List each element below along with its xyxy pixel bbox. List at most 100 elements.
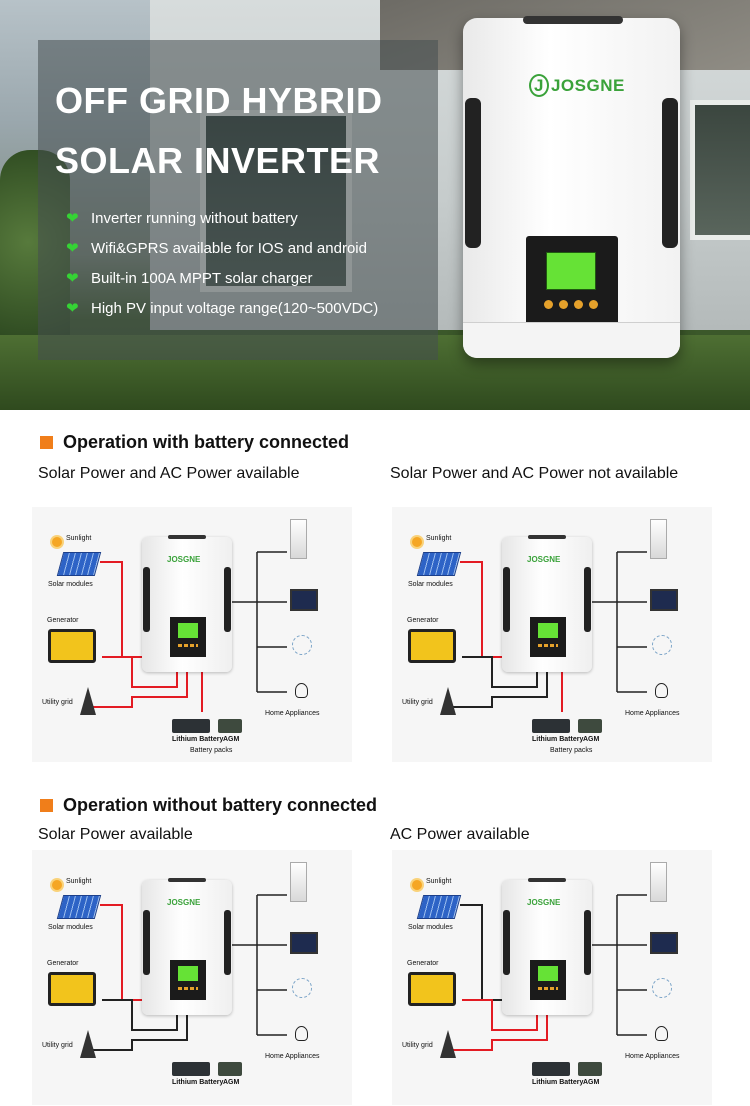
inverter-icon: JOSGNE: [502, 535, 592, 672]
grid-line: [92, 672, 188, 708]
operation-diagram-off-grid: Sunlight Solar modules Generator Utility…: [392, 507, 712, 762]
square-bullet-icon: [40, 799, 53, 812]
hero-title-line1: OFF GRID HYBRID: [55, 80, 383, 121]
hero-title-line2: SOLAR INVERTER: [55, 140, 381, 181]
label-battery-packs: Battery packs: [550, 747, 593, 754]
wiring: [92, 894, 287, 1051]
solar-panel-icon: [416, 552, 462, 576]
lcd-screen: [546, 252, 596, 290]
computer-icon: [650, 932, 678, 954]
feature-item: ❤Inverter running without battery: [66, 209, 298, 228]
wiring: [452, 894, 647, 1051]
label-utility-grid: Utility grid: [402, 1042, 433, 1049]
solar-panel-icon: [56, 552, 102, 576]
label-generator: Generator: [47, 617, 79, 624]
lithium-battery-icon: [172, 719, 210, 733]
label-lithium-battery: Lithium Battery: [532, 736, 584, 743]
label-agm: AGM: [223, 736, 240, 743]
inverter-icon: JOSGNE: [502, 878, 592, 1015]
solar-line: [460, 904, 512, 1001]
label-utility-grid: Utility grid: [402, 699, 433, 706]
label-home-appliances: Home Appliances: [625, 710, 680, 717]
heart-icon: ❤: [66, 300, 79, 317]
label-home-appliances: Home Appliances: [625, 1053, 680, 1060]
solar-panel-icon: [416, 895, 462, 919]
text-overlay: [38, 40, 438, 360]
computer-icon: [290, 589, 318, 611]
fan-icon: [292, 978, 312, 998]
section-title-with-battery: Operation with battery connected: [40, 432, 349, 453]
feature-item: ❤Wifi&GPRS available for IOS and android: [66, 239, 367, 258]
sun-icon: [52, 537, 62, 547]
label-sunlight: Sunlight: [66, 535, 92, 542]
generator-icon: [48, 629, 96, 663]
light-bulb-icon: [295, 1026, 308, 1041]
inverter-icon: JOSGNE: [142, 535, 232, 672]
power-tower-icon: [80, 1030, 96, 1058]
caption-solar-available: Solar Power available: [38, 826, 193, 843]
label-sunlight: Sunlight: [426, 535, 452, 542]
generator-icon: [408, 972, 456, 1006]
fan-icon: [652, 635, 672, 655]
heart-icon: ❤: [66, 240, 79, 257]
operation-diagram-full: Sunlight Solar modules Generator Utility…: [32, 507, 352, 762]
label-generator: Generator: [407, 960, 439, 967]
label-agm: AGM: [583, 736, 600, 743]
lithium-battery-icon: [532, 1062, 570, 1076]
grid-line: [452, 1015, 548, 1051]
wiring: [452, 551, 647, 712]
section-title-without-battery: Operation without battery connected: [40, 795, 377, 816]
square-bullet-icon: [40, 436, 53, 449]
feature-list: ❤Inverter running without battery ❤Wifi&…: [66, 203, 378, 323]
grid-line: [92, 1015, 188, 1051]
house-window: [690, 100, 750, 240]
heart-icon: ❤: [66, 210, 79, 227]
control-panel: [526, 236, 618, 336]
grid-line: [452, 672, 548, 708]
solar-line: [100, 561, 152, 658]
label-home-appliances: Home Appliances: [265, 1053, 320, 1060]
label-sunlight: Sunlight: [426, 878, 452, 885]
label-generator: Generator: [47, 960, 79, 967]
operation-diagram-ac-only: Sunlight Solar modules Generator Utility…: [392, 850, 712, 1105]
label-generator: Generator: [407, 617, 439, 624]
light-bulb-icon: [655, 1026, 668, 1041]
wiring: [92, 551, 287, 712]
agm-battery-icon: [218, 1062, 242, 1076]
feature-item: ❤High PV input voltage range(120~500VDC): [66, 299, 379, 318]
computer-icon: [290, 932, 318, 954]
power-tower-icon: [80, 687, 96, 715]
air-conditioner-icon: [650, 519, 667, 559]
power-tower-icon: [440, 687, 456, 715]
feature-item: ❤Built-in 100A MPPT solar charger: [66, 269, 313, 288]
caption-solar-ac-available: Solar Power and AC Power available: [38, 465, 300, 482]
label-solar-modules: Solar modules: [48, 581, 93, 588]
generator-icon: [408, 629, 456, 663]
fan-icon: [292, 635, 312, 655]
light-bulb-icon: [655, 683, 668, 698]
computer-icon: [650, 589, 678, 611]
caption-ac-available: AC Power available: [390, 826, 530, 843]
heart-icon: ❤: [66, 270, 79, 287]
label-home-appliances: Home Appliances: [265, 710, 320, 717]
label-lithium-battery: Lithium Battery: [172, 736, 224, 743]
generator-line: [102, 999, 178, 1031]
generator-line: [462, 999, 538, 1031]
sun-icon: [412, 880, 422, 890]
label-agm: AGM: [223, 1079, 240, 1086]
air-conditioner-icon: [290, 519, 307, 559]
agm-battery-icon: [578, 719, 602, 733]
generator-line: [462, 656, 538, 688]
label-battery-packs: Battery packs: [190, 747, 233, 754]
lithium-battery-icon: [172, 1062, 210, 1076]
label-agm: AGM: [583, 1079, 600, 1086]
power-tower-icon: [440, 1030, 456, 1058]
inverter-icon: JOSGNE: [142, 878, 232, 1015]
generator-line: [102, 656, 178, 688]
label-lithium-battery: Lithium Battery: [532, 1079, 584, 1086]
hero-banner: OFF GRID HYBRID SOLAR INVERTER ❤Inverter…: [0, 0, 750, 410]
label-utility-grid: Utility grid: [42, 699, 73, 706]
agm-battery-icon: [218, 719, 242, 733]
